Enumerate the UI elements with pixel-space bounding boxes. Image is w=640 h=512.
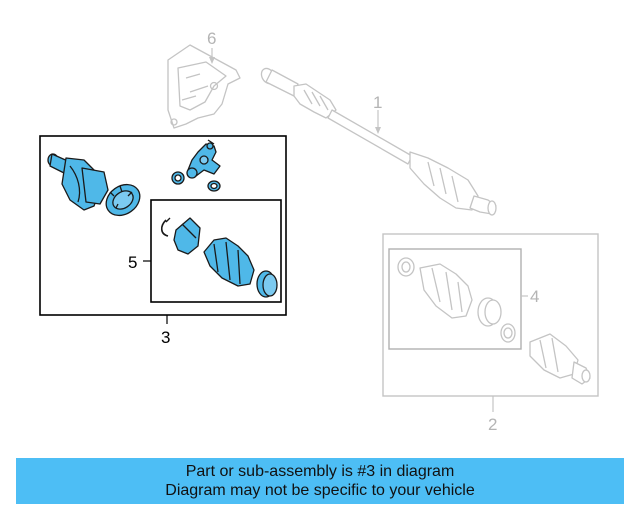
callout-number-2: 2 (488, 415, 497, 434)
boot-flange (105, 183, 141, 217)
tripod-joint (171, 139, 221, 192)
callout-number-4: 4 (530, 287, 539, 306)
outer-cv-joint (47, 153, 109, 211)
banner-line-2: Diagram may not be specific to your vehi… (165, 482, 475, 499)
callout-number-6: 6 (207, 29, 216, 48)
axle-shaft-part-1 (260, 67, 497, 216)
assembly-box-3 (39, 135, 287, 316)
callout-number-3: 3 (161, 328, 170, 347)
callout-number-1: 1 (373, 93, 382, 112)
banner-line-1: Part or sub-assembly is #3 in diagram (185, 463, 455, 480)
info-banner: Part or sub-assembly is #3 in diagram Di… (16, 458, 624, 504)
callout-arrow-1 (375, 127, 381, 134)
parts-diagram: 6 1 5 3 4 2 (39, 29, 599, 434)
callout-number-5: 5 (128, 253, 137, 272)
assembly-box-5 (150, 199, 282, 303)
assembly-box-4 (388, 248, 522, 350)
boot-kit-part-5 (160, 217, 278, 298)
cv-joint-part-2 (529, 333, 591, 385)
assembly-box-2 (382, 233, 599, 397)
callout-arrow-6 (209, 57, 215, 64)
boot-kit-part-4 (397, 257, 516, 343)
bracket-part-6 (167, 44, 241, 129)
